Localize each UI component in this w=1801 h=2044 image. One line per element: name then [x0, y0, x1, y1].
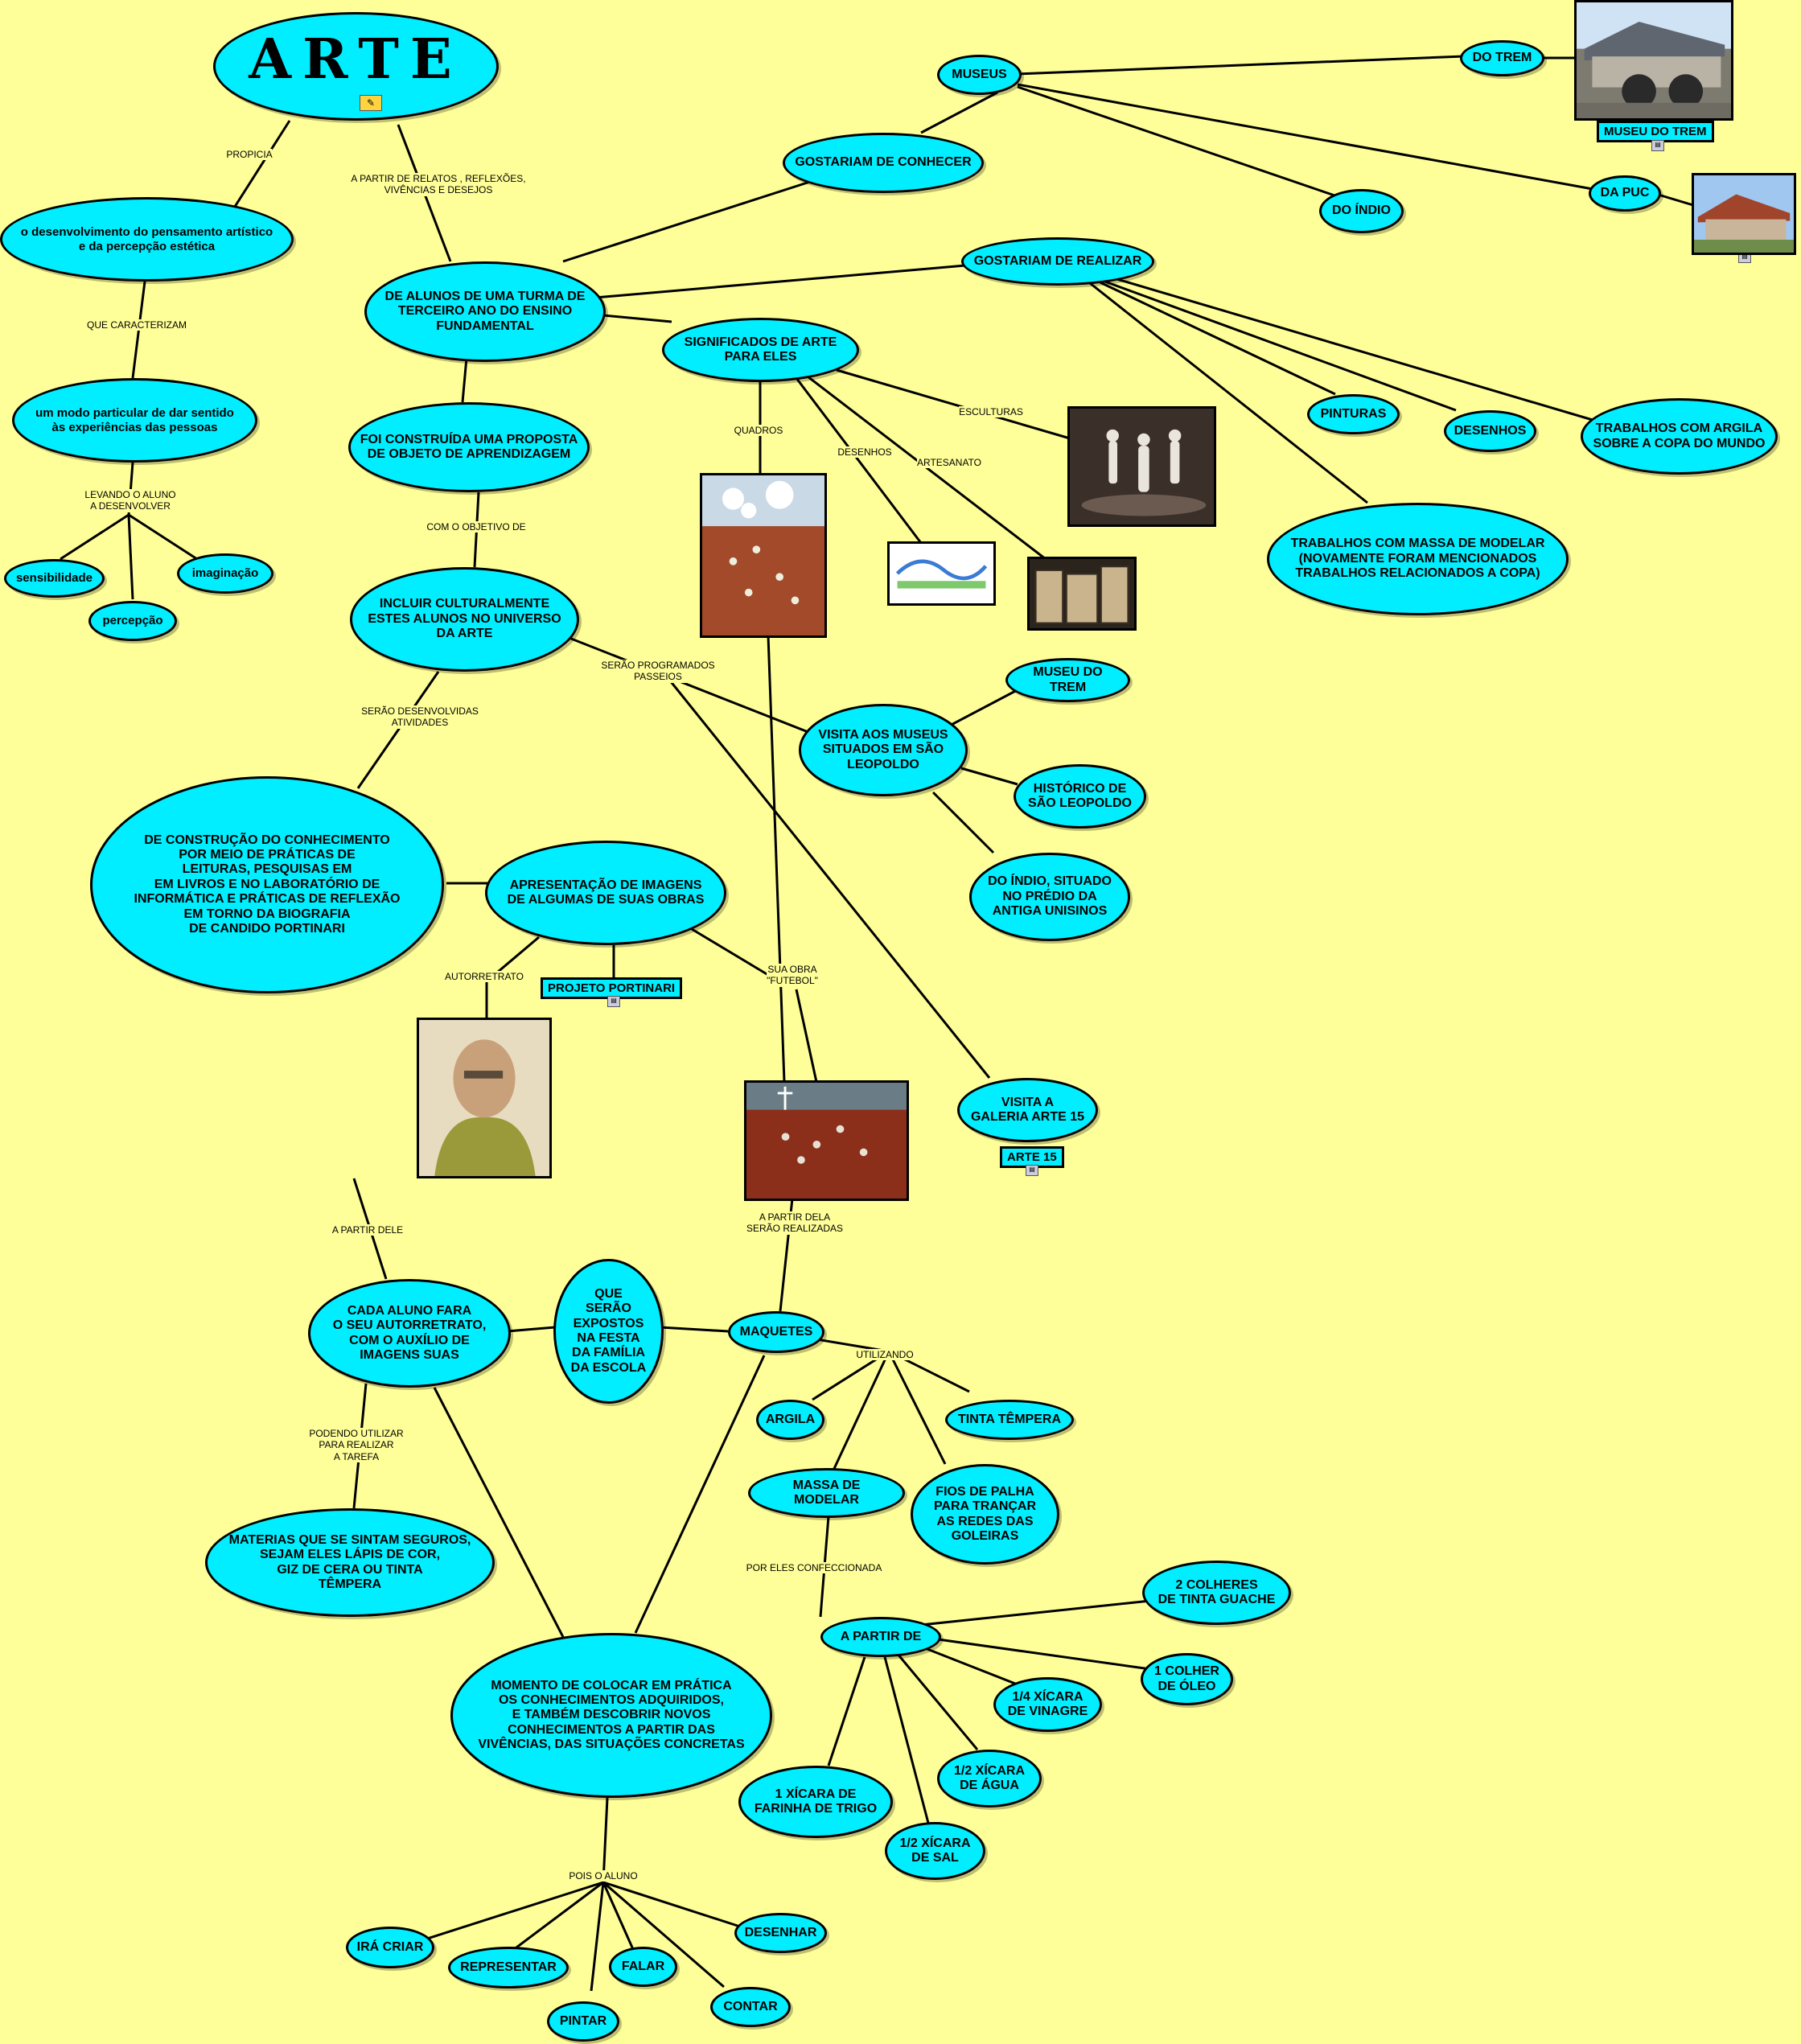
node-colheres[interactable]: 2 COLHERES DE TINTA GUACHE	[1142, 1561, 1291, 1625]
sculptures-photo[interactable]	[1067, 406, 1216, 527]
node-massa-modelar[interactable]: MASSA DE MODELAR	[748, 1468, 905, 1518]
portinari-self-portrait[interactable]	[417, 1018, 552, 1178]
label-a-partir-dela: A PARTIR DELA SERÃO REALIZADAS	[746, 1211, 843, 1235]
label-artesanato: ARTESANATO	[917, 457, 981, 468]
futebol-painting[interactable]	[744, 1080, 909, 1201]
label-esculturas: ESCULTURAS	[959, 406, 1023, 417]
node-desenhar[interactable]: DESENHAR	[734, 1913, 827, 1953]
doc-icon[interactable]: ▤	[1651, 140, 1664, 151]
node-significados[interactable]: SIGNIFICADOS DE ARTE PARA ELES	[662, 318, 859, 382]
label-levando: LEVANDO O ALUNO A DESENVOLVER	[84, 489, 175, 512]
label-objetivo: COM O OBJETIVO DE	[426, 521, 525, 533]
label-passeios: SERÃO PROGRAMADOS PASSEIOS	[601, 660, 714, 683]
node-cada-aluno[interactable]: CADA ALUNO FARA O SEU AUTORRETRATO, COM …	[308, 1279, 511, 1388]
label-podendo: PODENDO UTILIZAR PARA REALIZAR A TAREFA	[309, 1428, 403, 1462]
node-indio-unisinos[interactable]: DO ÍNDIO, SITUADO NO PRÉDIO DA ANTIGA UN…	[969, 853, 1130, 941]
baskets-photo[interactable]	[1027, 557, 1137, 631]
node-tinta-tempera[interactable]: TINTA TÊMPERA	[945, 1400, 1074, 1440]
node-contar[interactable]: CONTAR	[710, 1987, 791, 2027]
node-gostariam-realizar[interactable]: GOSTARIAM DE REALIZAR	[961, 237, 1154, 286]
node-argila-copa[interactable]: TRABALHOS COM ARGILA SOBRE A COPA DO MUN…	[1581, 398, 1778, 475]
node-falar[interactable]: FALAR	[609, 1947, 677, 1987]
node-modo[interactable]: um modo particular de dar sentido às exp…	[12, 378, 257, 463]
label-relatos: A PARTIR DE RELATOS , REFLEXÕES, VIVÊNCI…	[351, 173, 525, 196]
node-massa-copa[interactable]: TRABALHOS COM MASSA DE MODELAR (NOVAMENT…	[1267, 503, 1569, 615]
label-caracterizam: QUE CARACTERIZAM	[87, 319, 187, 331]
node-vinagre[interactable]: 1/4 XÍCARA DE VINAGRE	[993, 1677, 1102, 1732]
drawing-photo[interactable]	[887, 541, 996, 606]
node-apresentacao[interactable]: APRESENTAÇÃO DE IMAGENS DE ALGUMAS DE SU…	[485, 841, 726, 945]
label-desenhos: DESENHOS	[837, 446, 891, 458]
node-a-partir-de[interactable]: A PARTIR DE	[820, 1617, 941, 1657]
label-confeccionada: POR ELES CONFECCIONADA	[746, 1562, 882, 1573]
node-da-puc[interactable]: DA PUC	[1589, 175, 1661, 212]
node-agua[interactable]: 1/2 XÍCARA DE ÁGUA	[937, 1750, 1042, 1808]
node-materias[interactable]: MATERIAS QUE SE SINTAM SEGUROS, SEJAM EL…	[205, 1508, 495, 1617]
node-museu-trem2[interactable]: MUSEU DO TREM	[1005, 658, 1130, 702]
node-incluir[interactable]: INCLUIR CULTURALMENTE ESTES ALUNOS NO UN…	[350, 567, 579, 672]
link-museu-do-trem[interactable]: MUSEU DO TREM	[1597, 121, 1714, 142]
label-atividades: SERÃO DESENVOLVIDAS ATIVIDADES	[361, 705, 479, 729]
label-propicia: PROPICIA	[226, 149, 272, 160]
node-alunos[interactable]: DE ALUNOS DE UMA TURMA DE TERCEIRO ANO D…	[364, 261, 606, 362]
node-fios[interactable]: FIOS DE PALHA PARA TRANÇAR AS REDES DAS …	[911, 1464, 1059, 1565]
node-ira-criar[interactable]: IRÁ CRIAR	[346, 1927, 434, 1968]
node-farinha[interactable]: 1 XÍCARA DE FARINHA DE TRIGO	[738, 1766, 893, 1838]
node-historico[interactable]: HISTÓRICO DE SÃO LEOPOLDO	[1014, 764, 1146, 829]
node-visita-museus[interactable]: VISITA AOS MUSEUS SITUADOS EM SÃO LEOPOL…	[799, 704, 968, 796]
node-maquetes[interactable]: MAQUETES	[728, 1311, 824, 1353]
title-text: ARTE	[249, 28, 463, 91]
node-gostariam-conhecer[interactable]: GOSTARIAM DE CONHECER	[783, 133, 984, 193]
node-argila[interactable]: ARGILA	[756, 1400, 824, 1440]
node-sal[interactable]: 1/2 XÍCARA DE SAL	[885, 1822, 985, 1880]
node-momento[interactable]: MOMENTO DE COLOCAR EM PRÁTICA OS CONHECI…	[450, 1633, 772, 1798]
label-quadros: QUADROS	[734, 425, 783, 436]
label-utilizando: UTILIZANDO	[856, 1349, 913, 1360]
puc-museum-photo[interactable]	[1692, 173, 1796, 255]
node-oleo[interactable]: 1 COLHER DE ÓLEO	[1141, 1653, 1233, 1705]
arte-title[interactable]: ARTE	[213, 12, 499, 121]
node-pensamento[interactable]: o desenvolvimento do pensamento artístic…	[0, 197, 294, 282]
doc-icon[interactable]: ▤	[607, 996, 620, 1007]
node-percepcao[interactable]: percepção	[88, 601, 177, 641]
node-construcao[interactable]: DE CONSTRUÇÃO DO CONHECIMENTO POR MEIO D…	[90, 776, 444, 993]
palette-icon: ✎	[360, 95, 382, 111]
node-museus[interactable]: MUSEUS	[937, 55, 1022, 95]
node-do-trem[interactable]: DO TREM	[1460, 40, 1544, 76]
label-autorretrato: AUTORRETRATO	[445, 971, 524, 982]
label-a-partir-dele: A PARTIR DELE	[332, 1224, 403, 1236]
label-pois: POIS O ALUNO	[569, 1870, 637, 1882]
node-pinturas[interactable]: PINTURAS	[1307, 394, 1400, 434]
node-expostos[interactable]: QUE SERÃO EXPOSTOS NA FESTA DA FAMÍLIA D…	[553, 1259, 664, 1404]
node-proposta[interactable]: FOI CONSTRUÍDA UMA PROPOSTA DE OBJETO DE…	[348, 402, 590, 492]
node-pintar[interactable]: PINTAR	[547, 2001, 619, 2042]
node-imaginacao[interactable]: imaginação	[177, 553, 273, 594]
node-sensibilidade[interactable]: sensibilidade	[4, 559, 105, 598]
painting-quadros[interactable]	[700, 473, 827, 638]
node-representar[interactable]: REPRESENTAR	[448, 1947, 569, 1988]
doc-icon[interactable]: ▤	[1026, 1165, 1038, 1176]
node-galeria[interactable]: VISITA A GALERIA ARTE 15	[957, 1078, 1098, 1142]
label-futebol: SUA OBRA "FUTEBOL"	[767, 964, 818, 987]
node-desenhos[interactable]: DESENHOS	[1444, 410, 1536, 452]
node-do-indio[interactable]: DO ÍNDIO	[1319, 189, 1404, 233]
train-museum-photo[interactable]	[1574, 0, 1733, 121]
